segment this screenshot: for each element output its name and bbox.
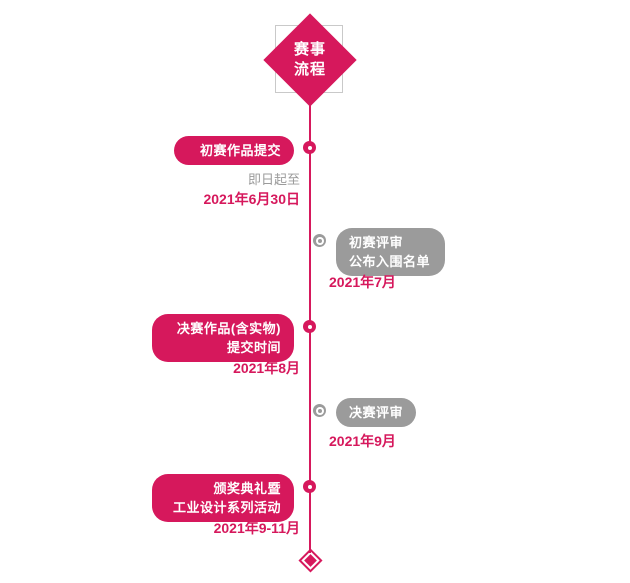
node-core (307, 484, 312, 489)
node-core (307, 145, 312, 150)
milestone-pill[interactable]: 决赛评审 (336, 398, 416, 427)
pill-line: 初赛评审 (349, 235, 404, 250)
milestone-pill[interactable]: 初赛评审 公布入围名单 (336, 228, 445, 276)
node-core (307, 324, 312, 329)
timeline-node-dot[interactable] (313, 404, 326, 417)
milestone-note: 即日起至 (247, 172, 300, 187)
header-label: 赛事 流程 (262, 12, 358, 108)
node-core (317, 408, 322, 413)
timeline-node-dot[interactable] (313, 234, 326, 247)
node-core (317, 238, 322, 243)
milestone-date: 2021年6月30日 (203, 191, 300, 207)
milestone-pill[interactable]: 决赛作品(含实物) 提交时间 (152, 314, 294, 362)
milestone-date: 2021年7月 (329, 274, 396, 290)
pill-line: 颁奖典礼暨 (213, 481, 281, 496)
pill-line: 决赛评审 (349, 405, 404, 420)
header-label-line2: 流程 (293, 61, 326, 78)
header-label-line1: 赛事 (293, 41, 326, 58)
pill-line: 提交时间 (226, 340, 281, 355)
milestone-pill[interactable]: 初赛作品提交 (174, 136, 294, 165)
timeline-node-dot[interactable] (303, 320, 316, 333)
pill-line: 初赛作品提交 (199, 143, 281, 158)
milestone-date: 2021年9-11月 (213, 520, 300, 536)
timeline-node-dot[interactable] (303, 480, 316, 493)
milestone-pill[interactable]: 颁奖典礼暨 工业设计系列活动 (152, 474, 294, 522)
pill-line: 决赛作品(含实物) (176, 321, 281, 336)
timeline-header-badge: 赛事 流程 (262, 12, 358, 108)
milestone-date: 2021年9月 (329, 433, 396, 449)
pill-line: 公布入围名单 (349, 254, 431, 269)
timeline-node-dot[interactable] (303, 141, 316, 154)
milestone-date: 2021年8月 (233, 360, 300, 376)
pill-line: 工业设计系列活动 (172, 500, 281, 515)
